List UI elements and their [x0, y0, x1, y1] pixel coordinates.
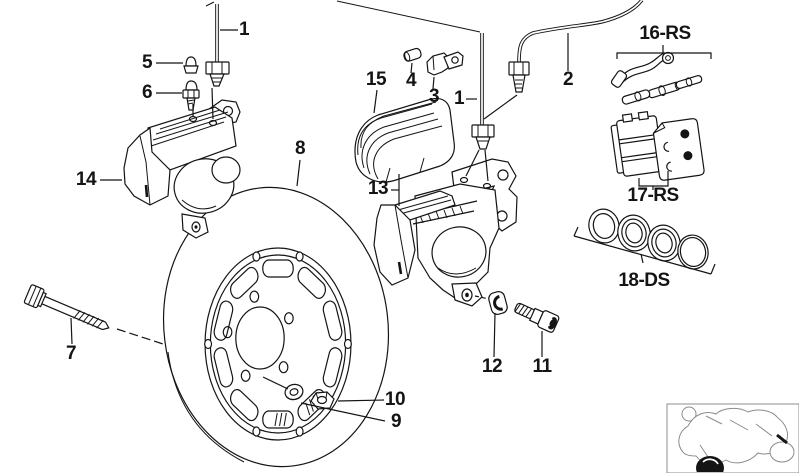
- part-label-9[interactable]: 9: [390, 411, 402, 432]
- part-label-5[interactable]: 5: [141, 52, 153, 73]
- part-label-18ds[interactable]: 18-DS: [618, 270, 670, 291]
- axle-bolt-7: [24, 284, 113, 337]
- part-label-15[interactable]: 15: [365, 69, 387, 90]
- part-label-17rs[interactable]: 17-RS: [627, 185, 679, 206]
- part-label-2[interactable]: 2: [562, 69, 574, 90]
- repair-kit-16rs: [610, 53, 702, 106]
- leader-lines: [71, 30, 568, 421]
- bleeder-cap-5: [184, 57, 198, 73]
- brake-line-left: [206, 2, 229, 86]
- clamp-3: [427, 52, 463, 75]
- part-label-1-left[interactable]: 1: [238, 19, 250, 40]
- lock-plate-12: [487, 290, 508, 315]
- caliper-cover: [355, 98, 454, 182]
- seal-set-18ds: [585, 206, 711, 272]
- brake-line-right: [337, 1, 494, 149]
- part-label-16rs[interactable]: 16-RS: [639, 23, 691, 44]
- part-label-12[interactable]: 12: [481, 356, 503, 377]
- nut-10: [311, 392, 334, 409]
- washer-9: [283, 382, 304, 401]
- motorcycle-thumbnail[interactable]: [667, 404, 799, 473]
- part-label-1-right[interactable]: 1: [453, 88, 465, 109]
- brake-pads-17rs: [610, 111, 705, 181]
- bleeder-valve-6: [183, 81, 199, 110]
- part-label-14[interactable]: 14: [75, 169, 97, 190]
- part-label-13[interactable]: 13: [367, 178, 389, 199]
- brake-caliper-right: [374, 159, 517, 306]
- part-label-4[interactable]: 4: [405, 70, 417, 91]
- motorcycle-icon: [679, 407, 794, 472]
- part-label-6[interactable]: 6: [141, 82, 153, 103]
- pin-4: [403, 47, 422, 62]
- socket-bolt-11: [512, 299, 560, 333]
- part-label-7[interactable]: 7: [65, 343, 77, 364]
- part-label-8[interactable]: 8: [294, 138, 306, 159]
- part-label-10[interactable]: 10: [384, 389, 406, 410]
- part-label-11[interactable]: 11: [532, 356, 552, 377]
- brake-caliper-left: [124, 100, 240, 238]
- group-brackets: [391, 45, 715, 274]
- brake-disc: [148, 174, 404, 473]
- part-label-3[interactable]: 3: [428, 86, 440, 107]
- brake-pipe-2: [509, 0, 642, 92]
